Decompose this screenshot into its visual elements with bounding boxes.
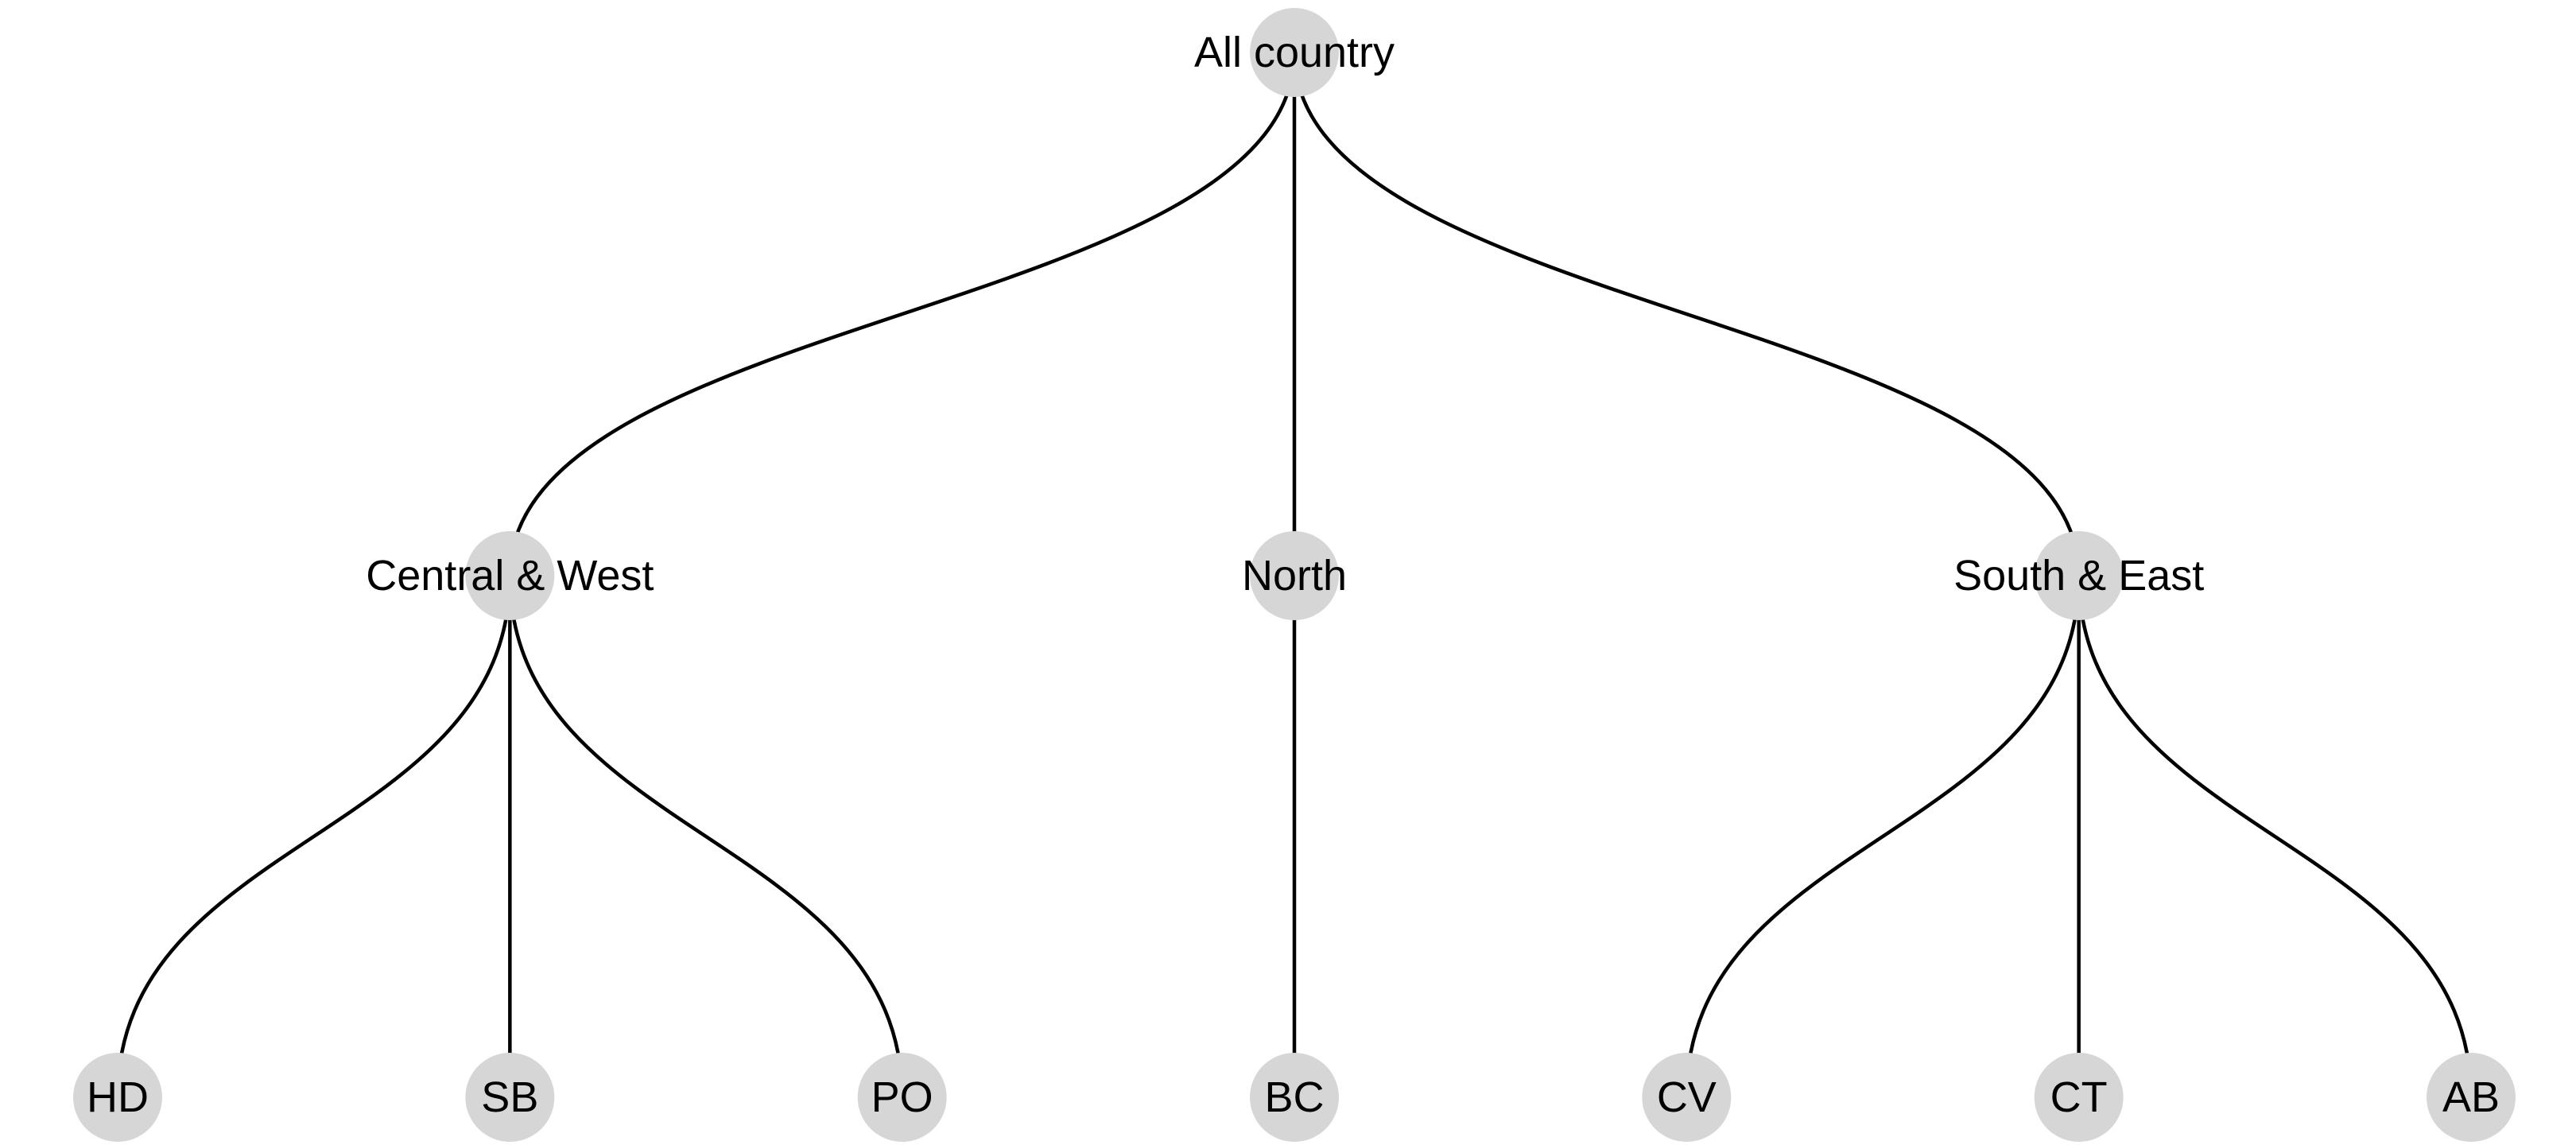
node-circle-north — [1250, 531, 1339, 620]
edge-all-country-to-central-west — [508, 52, 1297, 576]
edge-south-east-to-cv — [1685, 575, 2081, 1098]
node-label-po: PO — [871, 1073, 933, 1121]
node-circle-bc — [1250, 1053, 1339, 1142]
node-ct: CT — [2034, 1053, 2124, 1142]
edge-all-country-to-south-east — [1292, 52, 2081, 576]
node-circle-sb — [465, 1053, 555, 1142]
node-po: PO — [857, 1053, 947, 1142]
node-circle-cv — [1642, 1053, 1732, 1142]
edge-central-west-to-hd — [115, 575, 512, 1098]
node-north: North — [1242, 531, 1347, 620]
node-label-ct: CT — [2050, 1073, 2108, 1121]
node-central-west: Central & West — [366, 531, 654, 620]
node-label-sb: SB — [481, 1073, 538, 1121]
node-south-east: South & East — [1953, 531, 2204, 620]
node-circle-south-east — [2034, 531, 2124, 620]
node-label-central-west: Central & West — [366, 552, 654, 600]
edge-south-east-to-ab — [2077, 575, 2473, 1098]
edges-layer — [115, 52, 2473, 1098]
node-hd: HD — [73, 1053, 162, 1142]
node-ab: AB — [2427, 1053, 2516, 1142]
node-circle-ct — [2034, 1053, 2124, 1142]
node-label-cv: CV — [1657, 1073, 1717, 1121]
node-label-ab: AB — [2442, 1073, 2500, 1121]
node-circle-po — [857, 1053, 947, 1142]
node-sb: SB — [465, 1053, 555, 1142]
node-label-bc: BC — [1264, 1073, 1324, 1121]
node-cv: CV — [1642, 1053, 1732, 1142]
node-label-hd: HD — [87, 1073, 149, 1121]
edge-central-west-to-po — [508, 575, 904, 1098]
node-circle-hd — [73, 1053, 162, 1142]
node-label-south-east: South & East — [1953, 552, 2204, 600]
node-label-north: North — [1242, 552, 1347, 600]
node-circle-all-country — [1250, 8, 1339, 97]
node-circle-ab — [2427, 1053, 2516, 1142]
node-bc: BC — [1250, 1053, 1339, 1142]
node-circle-central-west — [465, 531, 555, 620]
node-all-country: All country — [1194, 8, 1395, 97]
node-label-all-country: All country — [1194, 29, 1395, 76]
